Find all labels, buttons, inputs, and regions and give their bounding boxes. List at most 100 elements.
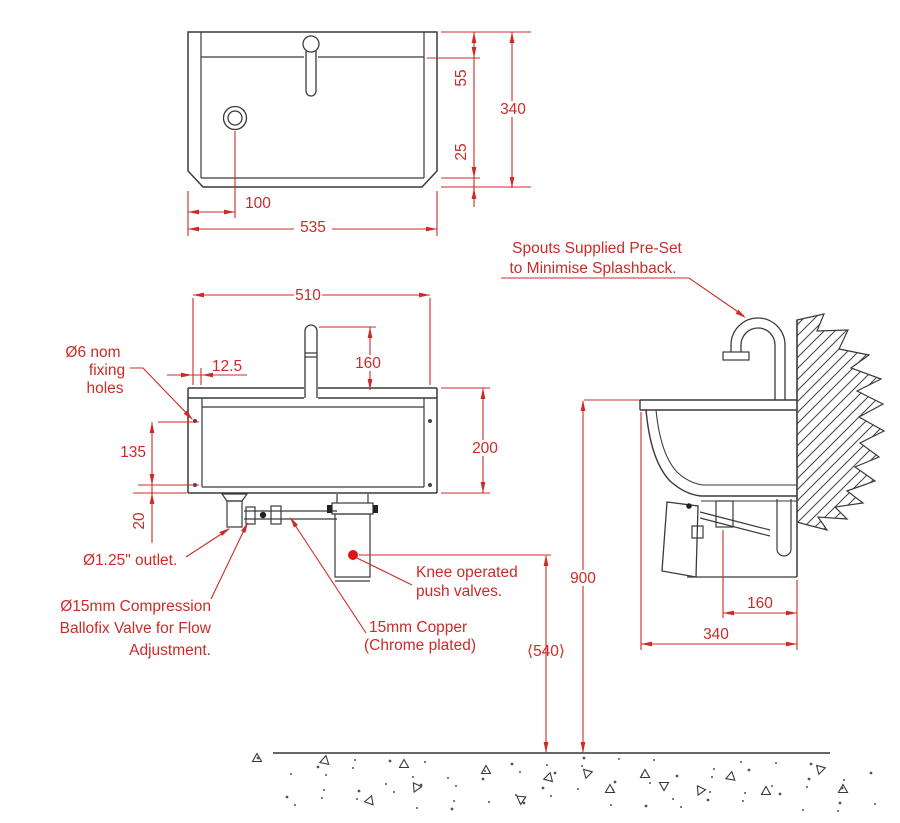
arrowhead [509, 32, 515, 43]
arrowhead [149, 422, 155, 433]
stipple-dot [488, 801, 490, 803]
stipple-dot [709, 791, 711, 793]
stipple-dot [649, 782, 651, 784]
arrowhead [290, 517, 299, 528]
drain-hole-outer [222, 105, 248, 131]
stipple-triangle [815, 764, 827, 776]
dim-mask [469, 440, 500, 456]
stipple-triangle [480, 764, 492, 775]
arrowhead [471, 188, 477, 199]
outlet-thread [226, 500, 243, 528]
linkage-rod [699, 511, 771, 537]
arrowhead [580, 742, 586, 753]
stipple-dot [515, 794, 517, 796]
stipple-dot [393, 791, 395, 793]
stipple-dot [484, 770, 486, 772]
rod-bolt [691, 525, 704, 539]
arrowhead [419, 292, 430, 298]
arrowhead [543, 555, 549, 566]
stipple-dot [644, 804, 648, 808]
front-spout-tube [304, 324, 318, 398]
arrowhead [471, 167, 477, 178]
stipple-triangle [398, 758, 410, 769]
knee-valve-cap [331, 502, 374, 515]
valve-handle [259, 511, 267, 519]
stipple-dot [285, 795, 289, 799]
stipple-dot [352, 767, 354, 769]
knee-valve-neck [336, 494, 369, 503]
stipple-dot [744, 792, 746, 794]
dim-top-front-lip: 25 [453, 143, 470, 160]
front-body-outline [187, 387, 438, 494]
stipple-triangle [318, 754, 330, 766]
arrowhead [580, 400, 586, 411]
cap-bolt [327, 505, 332, 513]
stipple-dot [809, 762, 813, 766]
arrowhead [426, 226, 437, 232]
stipple-triangle [696, 785, 707, 797]
arrowhead [509, 177, 515, 188]
arrowhead [183, 410, 193, 420]
stipple-dot [412, 776, 414, 778]
arrowhead [181, 372, 192, 378]
fixing-hole [428, 483, 432, 487]
side-dim-lines [640, 412, 798, 650]
stipple-dot [802, 809, 804, 811]
stipple-dot [455, 785, 457, 787]
arrowhead [241, 522, 248, 533]
spout-note-1: Spouts Supplied Pre-Set [512, 240, 682, 257]
fixing-label-3: holes [86, 380, 123, 397]
ballofix-label-1: Ø15mm Compression [60, 598, 211, 615]
arrowhead [202, 372, 213, 378]
arrowhead [367, 379, 373, 390]
dim-front-height: 200 [472, 440, 498, 457]
dim-mask [567, 570, 599, 586]
side-drain-thread [715, 500, 734, 528]
arrowhead [224, 209, 235, 215]
stipple-dot [522, 801, 526, 805]
stipple-triangle [724, 770, 736, 781]
side-view: 160 340 Spouts Supplied Pre-Set to Minim… [501, 240, 886, 650]
dim-bottom-gap: 20 [131, 512, 148, 530]
stipple-dot [680, 806, 682, 808]
stipple-dot [653, 759, 655, 761]
arrowhead [480, 388, 486, 399]
top-view-dim-lines [187, 31, 531, 236]
knee-valve-body [334, 513, 371, 578]
top-view-outline [187, 31, 438, 188]
stipple-triangle [760, 785, 772, 796]
stipple-dot [807, 777, 811, 781]
side-flange [639, 399, 797, 411]
dim-hole-inset: 12.5 [212, 358, 242, 375]
stipple-triangle [542, 771, 554, 783]
knee-valve-leader [356, 554, 551, 586]
dim-mount-height: 900 [570, 570, 596, 587]
stipple-dot [357, 789, 361, 793]
arrowhead [188, 226, 199, 232]
stipple-dot [290, 773, 292, 775]
ballofix-label-3: Adjustment. [129, 642, 211, 659]
dim-top-drain-offset: 100 [245, 195, 271, 212]
dimension-arrowheads [149, 32, 797, 753]
stipple-dot [612, 789, 614, 791]
top-view: 100 535 55 25 340 [187, 31, 531, 236]
gooseneck-spout [730, 317, 786, 400]
spout-note-leader [501, 277, 745, 317]
drain-hole-inner [227, 110, 243, 126]
down-pipe [776, 499, 792, 557]
stipple-dot [775, 762, 777, 764]
stipple-dot [613, 780, 617, 784]
stipple-dot [323, 789, 325, 791]
cap-bolt [373, 505, 378, 513]
stipple-dot [519, 771, 521, 773]
fixing-holes-leader [130, 367, 193, 420]
dim-top-depth: 340 [500, 101, 526, 118]
fixing-label-2: fixing [89, 362, 125, 379]
stipple-dot [356, 798, 358, 800]
stipple-dot [388, 759, 392, 763]
stipple-dot [778, 792, 782, 796]
stipple-dot [294, 804, 296, 806]
dim-side-depth: 340 [703, 626, 729, 643]
pivot-bolt [686, 503, 692, 509]
